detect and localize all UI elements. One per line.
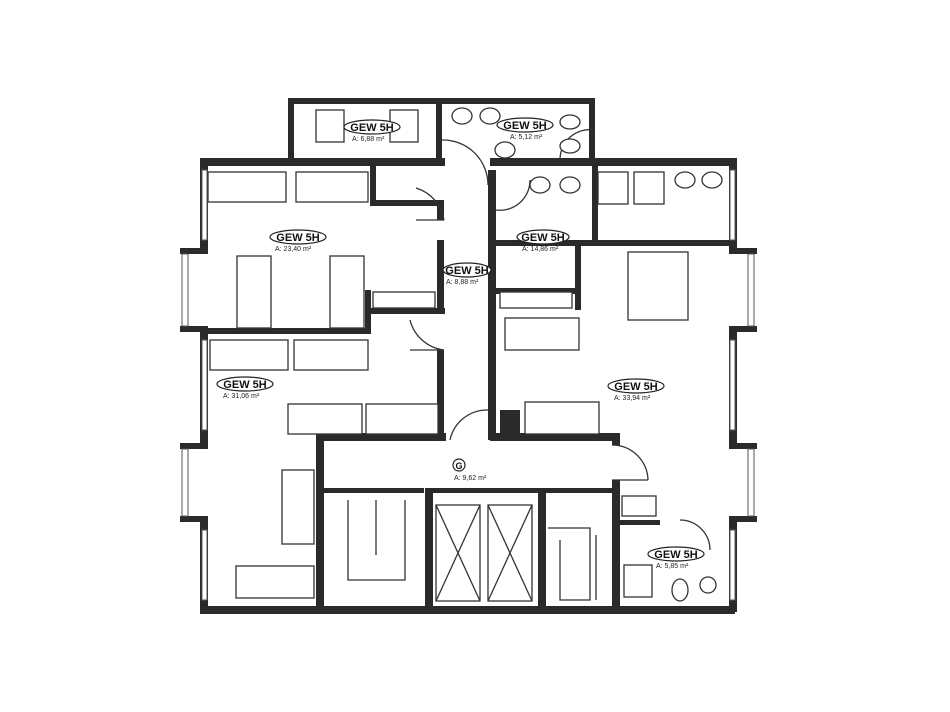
room-area: A: 33,94 m² [614,395,651,402]
room-label-8: G A: 9,62 m² [452,458,487,482]
room-code: G [455,461,462,471]
room-label-3: GEW 5H A: 23,40 m² [269,229,327,253]
room-code: GEW 5H [614,381,657,393]
room-area: A: 5,12 m² [510,134,543,141]
room-label-1: GEW 5H A: 6,88 m² [343,119,401,143]
room-label-6: GEW 5H A: 31,06 m² [216,376,274,400]
room-code: GEW 5H [654,549,697,561]
room-area: A: 6,88 m² [352,136,385,143]
room-label-9: GEW 5H A: 5,85 m² [647,546,705,570]
room-area: A: 5,85 m² [656,563,689,570]
room-code: GEW 5H [276,232,319,244]
room-code: GEW 5H [350,122,393,134]
room-code: GEW 5H [445,265,488,277]
room-area: A: 31,06 m² [223,393,260,400]
windows [181,169,755,601]
room-area: A: 23,40 m² [275,246,312,253]
room-area: A: 9,62 m² [454,475,487,482]
room-labels: GEW 5H A: 6,88 m² GEW 5H A: 5,12 m² GEW 5H… [216,117,705,570]
furniture [207,107,723,602]
room-area: A: 8,88 m² [446,279,479,286]
room-label-7: GEW 5H A: 33,94 m² [607,378,665,402]
room-code: GEW 5H [521,232,564,244]
room-label-4: GEW 5H A: 8,88 m² [442,262,492,286]
room-code: GEW 5H [503,120,546,132]
room-label-2: GEW 5H A: 5,12 m² [496,117,554,141]
room-code: GEW 5H [223,379,266,391]
room-area: A: 14,86 m² [522,246,559,253]
room-label-5: GEW 5H A: 14,86 m² [516,229,570,253]
